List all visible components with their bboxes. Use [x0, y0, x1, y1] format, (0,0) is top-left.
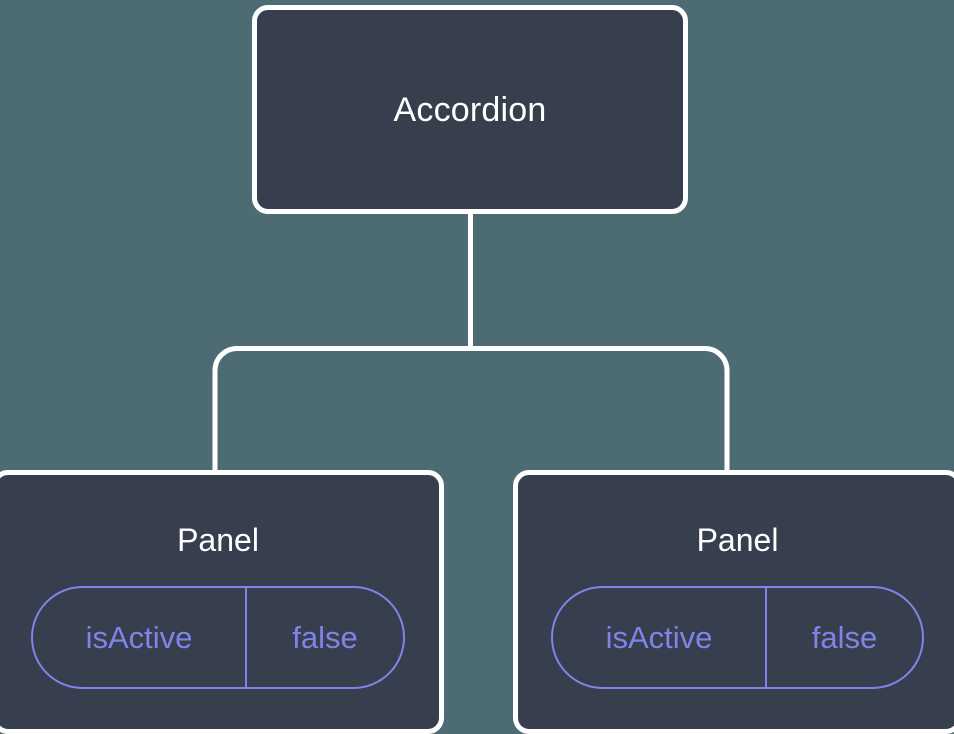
state-value-panel-1: false — [811, 620, 878, 655]
state-badge-panel-0[interactable]: isActive false — [31, 586, 405, 689]
state-key-panel-0: isActive — [33, 588, 247, 687]
node-panel-1-label: Panel — [696, 522, 779, 558]
connector-to-panel-1 — [470, 346, 730, 472]
node-panel-0-label: Panel — [177, 522, 259, 558]
state-key-panel-1: isActive — [553, 588, 767, 687]
connector-to-panel-0 — [212, 346, 471, 472]
node-panel-1[interactable]: Panel isActive false — [513, 470, 954, 734]
node-accordion[interactable]: Accordion — [252, 5, 688, 214]
state-badge-panel-1[interactable]: isActive false — [551, 586, 924, 689]
node-accordion-label: Accordion — [393, 90, 547, 129]
node-panel-0[interactable]: Panel isActive false — [0, 470, 444, 734]
state-value-panel-0: false — [292, 620, 358, 655]
